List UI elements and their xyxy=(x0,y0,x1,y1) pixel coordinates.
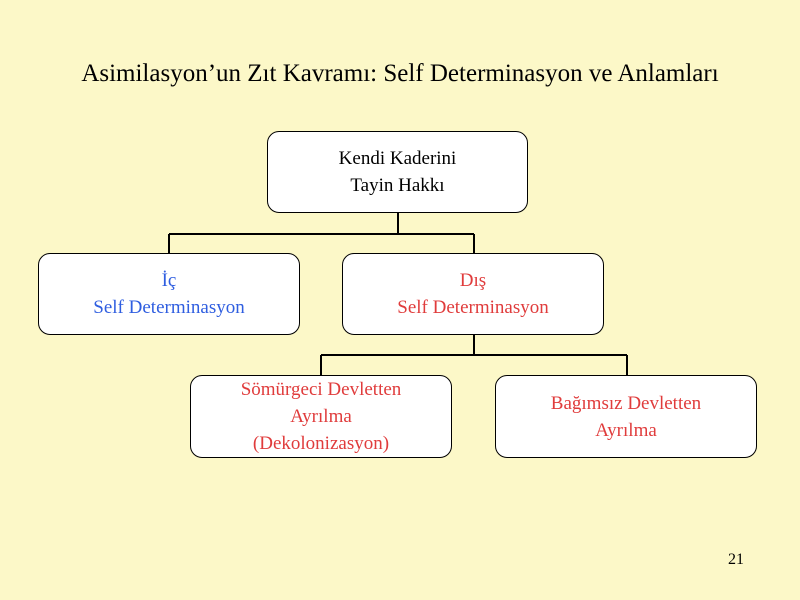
node-outer-line1: Dış xyxy=(459,270,487,291)
slide-title: Asimilasyon’un Zıt Kavramı: Self Determi… xyxy=(81,60,719,87)
node-bagimsiz-devletten-ayrilma: Bağımsız Devletten Ayrılma xyxy=(495,375,757,458)
node-outer-line2: Self Determinasyon xyxy=(397,297,549,318)
node-dis-self-determinasyon: Dış Self Determinasyon xyxy=(342,253,604,335)
page-number: 21 xyxy=(728,551,744,568)
node-leaf2-line1: Bağımsız Devletten xyxy=(550,392,702,414)
node-root-line1: Kendi Kaderini xyxy=(338,148,457,169)
node-inner-line1: İç xyxy=(161,270,177,291)
node-somurgeci-devletten-ayrilma: Sömürgeci Devletten Ayrılma (Dekolonizas… xyxy=(190,375,452,458)
node-leaf1-line3: (Dekolonizasyon) xyxy=(252,433,390,454)
node-inner-line2: Self Determinasyon xyxy=(93,297,245,318)
node-leaf1-line2: Ayrılma xyxy=(290,406,352,427)
node-root-line2: Tayin Hakkı xyxy=(350,175,445,196)
node-leaf2-line2: Ayrılma xyxy=(595,419,657,441)
node-kendi-kaderini-tayin-hakki: Kendi Kaderini Tayin Hakkı xyxy=(267,131,528,213)
node-leaf1-line1: Sömürgeci Devletten xyxy=(240,379,402,400)
node-ic-self-determinasyon: İç Self Determinasyon xyxy=(38,253,300,335)
